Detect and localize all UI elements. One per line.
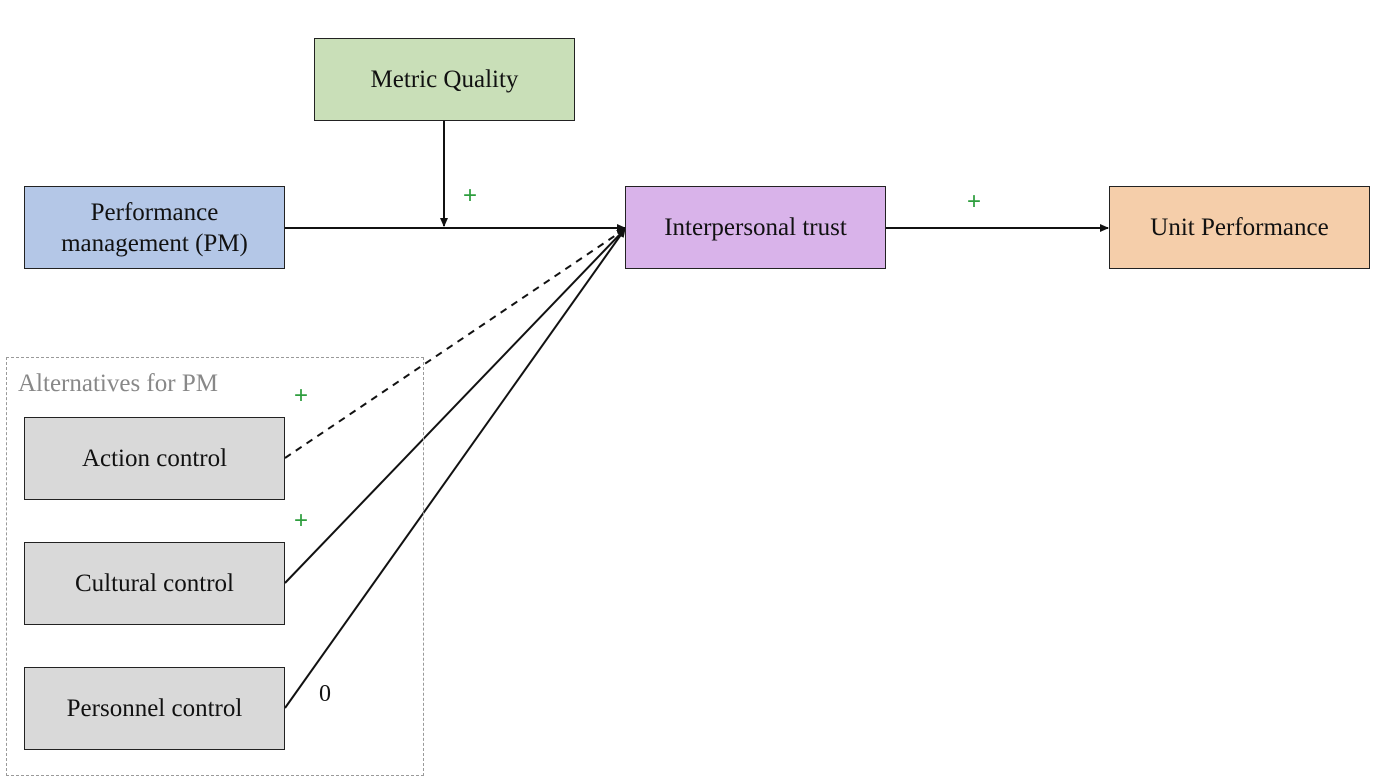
edge-cultural-control-to-trust: [284, 228, 626, 584]
interpersonal-trust-node: Interpersonal trust: [625, 186, 886, 269]
cultural-control-node: Cultural control: [24, 542, 285, 625]
unit-performance-node: Unit Performance: [1109, 186, 1370, 269]
edge-personnel-control-to-trust: [284, 228, 626, 709]
sign-personnel-control: 0: [319, 681, 331, 707]
action-control-node: Action control: [24, 417, 285, 500]
metric-quality-node: Metric Quality: [314, 38, 575, 121]
personnel-control-node: Personnel control: [24, 667, 285, 750]
alternatives-group-label: Alternatives for PM: [18, 370, 218, 397]
alternatives-group: [6, 357, 424, 776]
sign-action-control: +: [294, 382, 309, 409]
sign-cultural-control: +: [294, 507, 309, 534]
sign-trust-to-unit-performance: +: [967, 188, 982, 215]
performance-management-node: Performance management (PM): [24, 186, 285, 269]
edge-action-control-to-trust: [284, 228, 626, 459]
sign-pm-to-trust: +: [463, 182, 478, 209]
